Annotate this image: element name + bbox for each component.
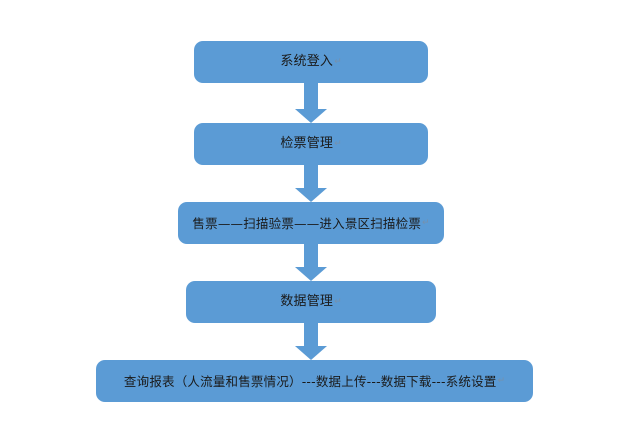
flow-node-data-functions[interactable]: 查询报表（人流量和售票情况）---数据上传---数据下载---系统设置↵ xyxy=(96,360,533,402)
flow-node-label: 数据管理 xyxy=(280,294,334,310)
paragraph-mark-icon: ↵ xyxy=(334,139,342,149)
arrow-shaft xyxy=(304,244,318,267)
paragraph-mark-icon: ↵ xyxy=(334,57,342,67)
connector-arrow-login-to-ticket-mgmt xyxy=(295,83,327,123)
flow-node-ticket-management[interactable]: 检票管理↵ xyxy=(194,123,428,165)
flow-node-label: 查询报表（人流量和售票情况）---数据上传---数据下载---系统设置 xyxy=(123,373,497,389)
paragraph-mark-icon: ↵ xyxy=(334,297,342,307)
connector-arrow-data-mgmt-to-functions xyxy=(295,323,327,360)
arrow-head-down-icon xyxy=(295,267,327,281)
connector-arrow-ticket-flow-to-data-mgmt xyxy=(295,244,327,281)
flow-node-label: 售票——扫描验票——进入景区扫描检票 xyxy=(192,215,422,231)
arrow-shaft xyxy=(304,83,318,109)
flow-node-label: 检票管理 xyxy=(280,136,334,152)
arrow-head-down-icon xyxy=(295,109,327,123)
arrow-head-down-icon xyxy=(295,346,327,360)
flow-node-ticketing-process[interactable]: 售票——扫描验票——进入景区扫描检票↵ xyxy=(178,202,444,244)
arrow-shaft xyxy=(304,323,318,346)
paragraph-mark-icon: ↵ xyxy=(497,376,506,386)
flow-node-data-management[interactable]: 数据管理↵ xyxy=(186,281,436,323)
connector-arrow-ticket-mgmt-to-ticket-flow xyxy=(295,165,327,202)
flow-node-label: 系统登入 xyxy=(280,54,334,70)
arrow-shaft xyxy=(304,165,318,188)
arrow-head-down-icon xyxy=(295,188,327,202)
paragraph-mark-icon: ↵ xyxy=(422,218,430,228)
flow-node-system-login[interactable]: 系统登入↵ xyxy=(194,41,428,83)
